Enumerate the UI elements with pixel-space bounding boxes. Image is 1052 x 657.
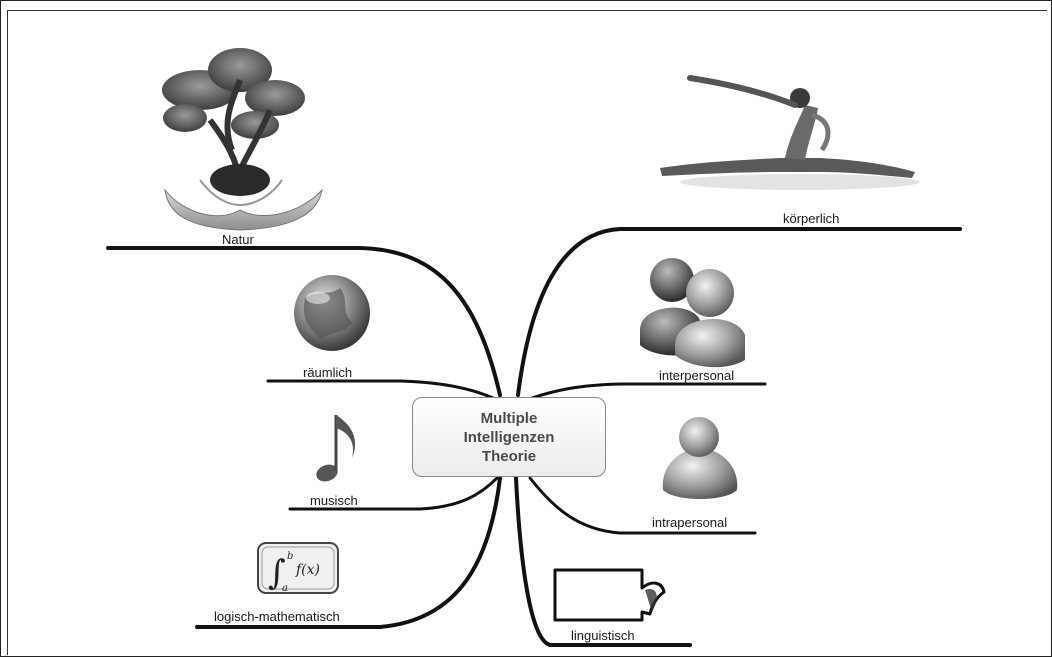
branch-label-linguistisch: linguistisch xyxy=(571,628,635,643)
branch-label-interpersonal: interpersonal xyxy=(659,368,735,383)
central-topic-box: Multiple Intelligenzen Theorie xyxy=(412,397,606,477)
branch-label-logisch-mathematisch: logisch-mathematisch xyxy=(214,609,340,624)
speech-bubble-icon xyxy=(553,568,666,622)
bonsai-tree-in-hands-icon xyxy=(162,48,323,231)
branch-label-raeumlich: räumlich xyxy=(303,365,353,380)
stretching-person-icon xyxy=(660,75,920,190)
branch-label-natur: Natur xyxy=(222,232,254,247)
frame-inner-left-border xyxy=(7,10,8,655)
branch-linguistisch xyxy=(514,476,692,647)
branch-label-musisch: musisch xyxy=(310,493,358,508)
integral-lower-bound: a xyxy=(282,583,288,594)
central-topic-line-3: Theorie xyxy=(481,447,537,465)
branch-musisch xyxy=(288,476,499,511)
branch-natur xyxy=(106,246,502,397)
branch-interpersonal xyxy=(530,382,767,400)
single-person-icon xyxy=(662,417,738,499)
integral-sign: ∫ xyxy=(268,553,286,593)
integral-upper-bound: b xyxy=(287,551,293,562)
branch-label-koerperlich: körperlich xyxy=(783,211,840,226)
branch-logisch xyxy=(195,476,502,629)
globe-icon xyxy=(294,275,370,351)
branch-raeumlich xyxy=(266,379,495,400)
branch-lines xyxy=(106,227,962,647)
integral-formula-icon: ∫ b a f(x) xyxy=(257,542,339,594)
music-note-icon xyxy=(316,415,356,482)
branch-koerperlich xyxy=(516,227,962,397)
two-people-icon xyxy=(640,258,745,368)
frame-inner-top-border xyxy=(7,10,1047,11)
branch-label-intrapersonal: intrapersonal xyxy=(652,515,728,530)
central-topic-line-1: Multiple xyxy=(480,409,538,427)
integral-expression: f(x) xyxy=(295,562,320,578)
central-topic-line-2: Intelligenzen xyxy=(463,428,555,446)
branch-intrapersonal xyxy=(528,476,757,535)
